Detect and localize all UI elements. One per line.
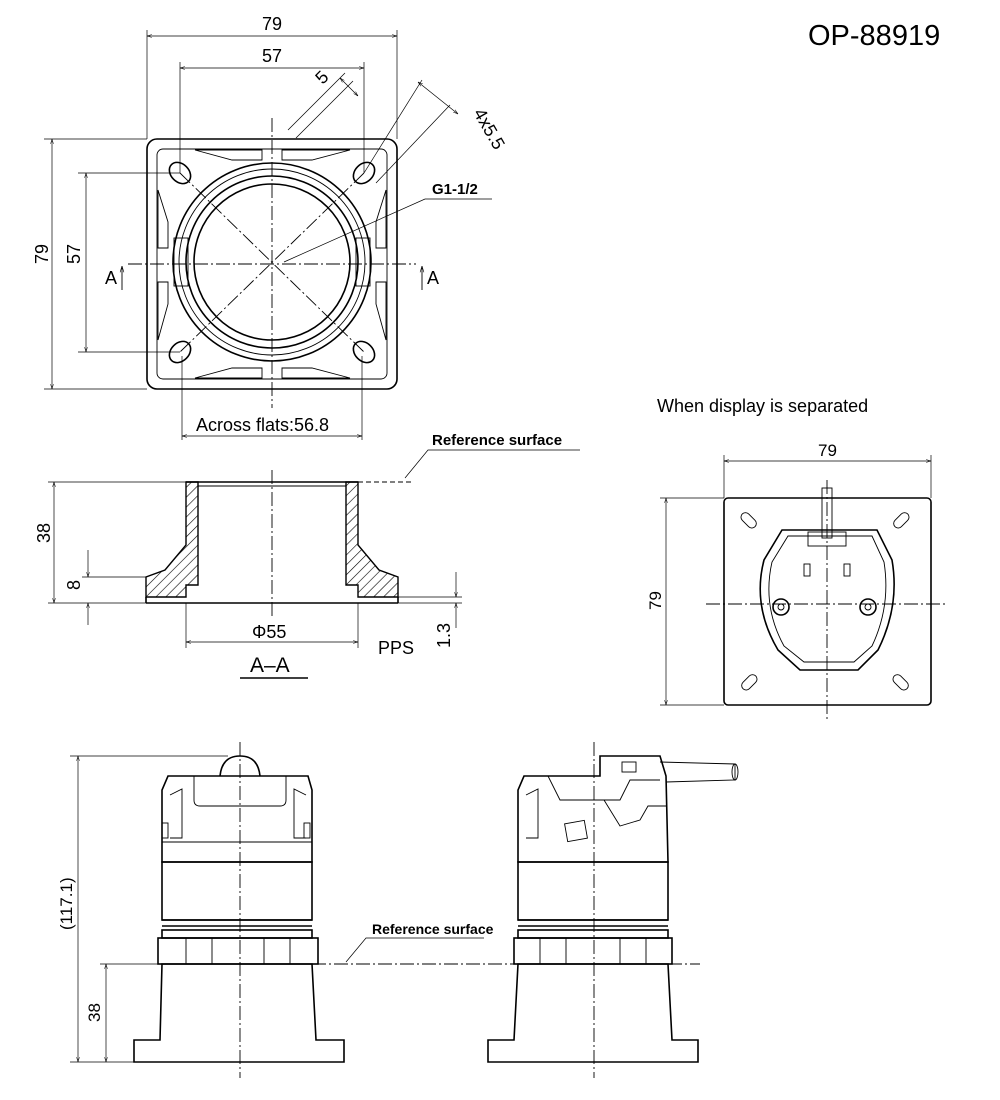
- thread-callout: G1-1/2: [432, 181, 478, 198]
- section-reference-surface: Reference surface: [432, 432, 562, 449]
- separated-view: When display is separated 79 79: [646, 396, 948, 722]
- separated-plate: [723, 497, 932, 706]
- assembly-front-view: (117.1) 38: [57, 742, 345, 1078]
- hex-nut-front: [157, 937, 319, 965]
- section-view: Reference surface 38 8 Φ55 PPS 1.3 A–A: [34, 432, 580, 679]
- section-dim-1-3: 1.3: [434, 623, 454, 648]
- separated-dim-width: 79: [818, 441, 837, 460]
- across-flats-label: Across flats:56.8: [196, 415, 329, 435]
- top-view: A A 79 57 5 4x5.5 G1-1/2 79 57: [32, 14, 509, 440]
- dim-pitch-57-y: 57: [64, 244, 84, 264]
- material-label: PPS: [378, 638, 414, 658]
- base-front: [133, 963, 345, 1063]
- separated-caption: When display is separated: [657, 396, 868, 416]
- section-label: A–A: [250, 654, 290, 677]
- model-number: OP-88919: [808, 20, 940, 52]
- assembly-dim-base: 38: [85, 1003, 104, 1022]
- dim-width-79: 79: [262, 14, 282, 34]
- section-left-half: [145, 481, 199, 598]
- assembly-reference-surface: Reference surface: [372, 921, 494, 937]
- hex-nut-side: [513, 937, 673, 965]
- assembly-dim-total: (117.1): [57, 877, 76, 930]
- display-head-front: [161, 775, 313, 863]
- socket-outline: [759, 529, 895, 671]
- display-head-side: [517, 755, 669, 863]
- section-dim-38: 38: [34, 523, 54, 543]
- section-dim-diameter: Φ55: [252, 622, 286, 642]
- base-side: [487, 963, 699, 1063]
- pin-right: [859, 598, 877, 616]
- separated-dim-height: 79: [646, 591, 665, 610]
- dim-height-79: 79: [32, 244, 52, 264]
- dim-hole-spec: 4x5.5: [470, 105, 509, 153]
- cable-side: [659, 761, 736, 783]
- section-dim-8: 8: [64, 580, 84, 590]
- assembly-side-view: [487, 742, 739, 1078]
- section-mark-right: A: [427, 268, 439, 288]
- section-mark-left: A: [105, 268, 117, 288]
- pin-left: [772, 598, 790, 616]
- dim-5: 5: [311, 67, 332, 88]
- section-right-half: [345, 481, 399, 598]
- dim-pitch-57-x: 57: [262, 46, 282, 66]
